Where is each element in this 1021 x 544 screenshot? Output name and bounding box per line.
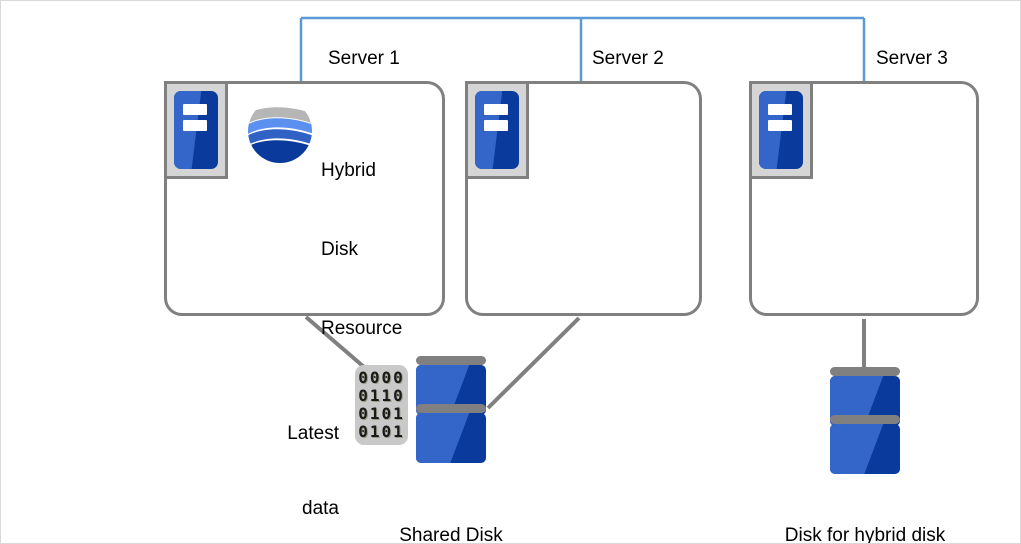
disk-body [830, 424, 900, 474]
resource-label-line-3: Resource [321, 317, 403, 339]
connector-server2-to-shared-disk [486, 316, 581, 410]
disk-plate [830, 415, 900, 424]
hybrid-disk-resource-globe-icon [248, 99, 312, 163]
server-machine-icon-1 [164, 81, 228, 179]
hybrid-disk-resource-label: Hybrid Disk Resource [321, 106, 402, 394]
hybrid-disk-caption-line-1: Disk for hybrid disk [784, 525, 946, 544]
server-machine-icon-3 [749, 81, 813, 179]
server-slot-bar [767, 104, 792, 116]
binary-row: 0101 [358, 422, 405, 442]
server-chassis [475, 91, 519, 169]
shared-disk-caption: Shared Disk for hybrid disk resource [251, 473, 651, 544]
hybrid-disk-icon[interactable] [830, 367, 900, 474]
server-slot-bar [182, 104, 207, 116]
latest-data-line-1: Latest [287, 423, 339, 445]
disk-body [416, 413, 486, 463]
server-slot-bar [767, 119, 792, 131]
shared-disk-caption-line-1: Shared Disk [399, 525, 503, 544]
disk-plate [830, 367, 900, 376]
latest-data-binary-block: 0000 0110 0101 0101 [355, 365, 408, 445]
server-slot-bar [483, 104, 508, 116]
shared-disk-icon[interactable] [416, 356, 486, 463]
server-machine-icon-2 [465, 81, 529, 179]
server-label-2: Server 2 [592, 48, 664, 69]
server-chassis [174, 91, 218, 169]
binary-row: 0000 [358, 367, 405, 387]
disk-plate [416, 356, 486, 365]
binary-row: 0110 [358, 385, 405, 405]
server-label-1: Server 1 [328, 48, 400, 69]
server-slot-bar [483, 119, 508, 131]
server-chassis [759, 91, 803, 169]
latest-data-label: Latest data [259, 371, 339, 543]
server-label-3: Server 3 [876, 48, 948, 69]
hybrid-disk-caption: Disk for hybrid disk resource [715, 473, 1015, 544]
server-slot-bar [182, 119, 207, 131]
resource-label-line-1: Hybrid [321, 160, 376, 182]
resource-label-line-2: Disk [321, 239, 358, 261]
latest-data-line-2: data [302, 498, 339, 520]
binary-row: 0101 [358, 404, 405, 423]
disk-plate [416, 404, 486, 413]
